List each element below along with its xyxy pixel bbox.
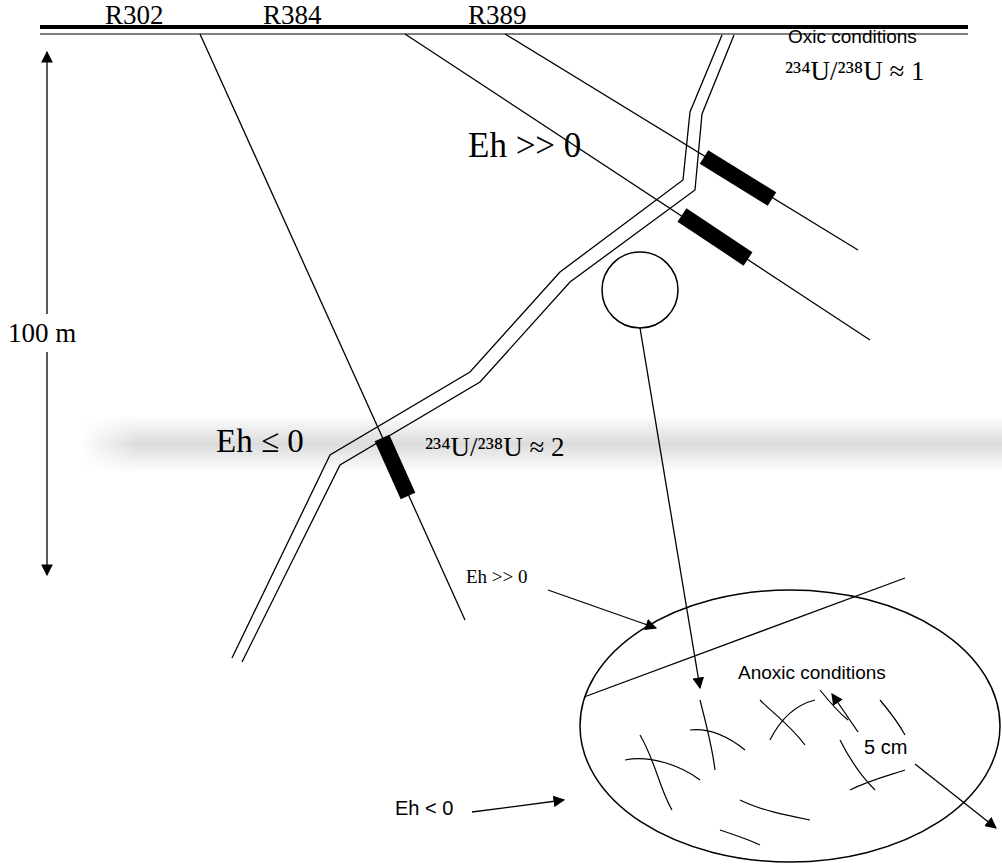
label: Oxic conditions bbox=[788, 26, 917, 48]
microfracture bbox=[880, 700, 905, 735]
redox-band bbox=[80, 415, 1002, 473]
label: R302 bbox=[105, 0, 164, 31]
sample-section bbox=[704, 157, 772, 199]
fracture-zone bbox=[232, 35, 722, 658]
microfracture bbox=[770, 700, 815, 740]
borehole bbox=[200, 34, 465, 620]
sample-section bbox=[682, 215, 748, 259]
scale-arrow bbox=[832, 694, 858, 732]
zoom-circle bbox=[602, 252, 678, 328]
zoom-pointer bbox=[640, 328, 700, 688]
label: R384 bbox=[263, 0, 322, 31]
depth-arrow bbox=[46, 52, 47, 314]
microfracture bbox=[740, 800, 810, 820]
label: Eh ≤ 0 bbox=[216, 423, 304, 461]
label: R389 bbox=[468, 0, 527, 31]
microfracture bbox=[640, 735, 672, 810]
scale-arrow bbox=[915, 764, 996, 828]
fracture-surface bbox=[584, 578, 905, 697]
leader-arrow bbox=[548, 590, 656, 628]
label: 5 cm bbox=[862, 736, 909, 759]
microfractures bbox=[625, 690, 905, 845]
leader-arrow bbox=[472, 800, 564, 812]
microfracture bbox=[700, 700, 715, 770]
label: Eh >> 0 bbox=[468, 126, 581, 166]
microfracture bbox=[690, 730, 745, 750]
microfracture bbox=[625, 759, 700, 780]
label: Eh >> 0 bbox=[466, 566, 528, 588]
microfracture bbox=[850, 770, 905, 790]
label: Eh < 0 bbox=[395, 797, 453, 820]
label: ²³⁴U/²³⁸U ≈ 1 bbox=[785, 56, 925, 87]
depth-arrow bbox=[46, 352, 47, 575]
label: ²³⁴U/²³⁸U ≈ 2 bbox=[425, 432, 565, 463]
sample-section bbox=[382, 438, 408, 496]
band-fade bbox=[80, 415, 1002, 473]
label: 100 m bbox=[6, 318, 78, 349]
microfracture bbox=[820, 690, 848, 720]
label: Anoxic conditions bbox=[738, 662, 886, 684]
magnified-view bbox=[580, 590, 1000, 862]
microfracture bbox=[720, 830, 760, 845]
